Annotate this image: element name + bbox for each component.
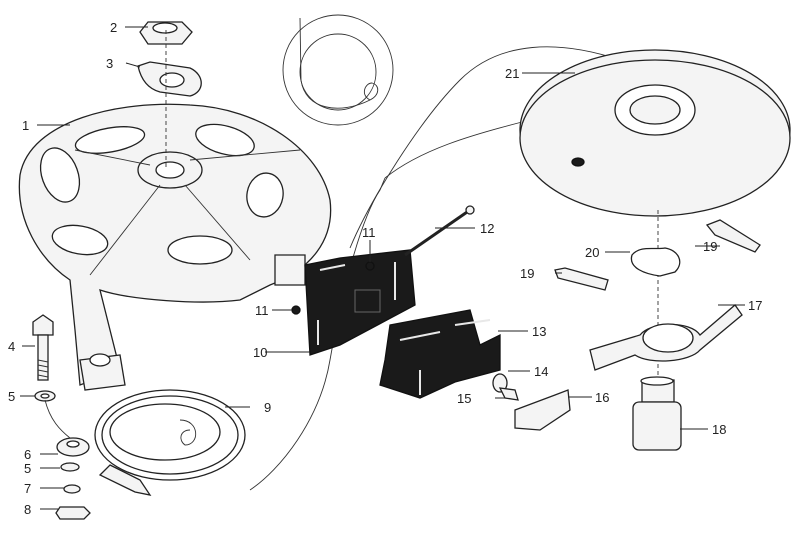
handle-rear-half bbox=[304, 249, 416, 356]
callout-19-right: 19 bbox=[703, 239, 717, 254]
callout-9: 9 bbox=[264, 400, 271, 415]
callout-21: 21 bbox=[505, 66, 519, 81]
pawl-left bbox=[554, 267, 609, 291]
callout-15: 15 bbox=[457, 391, 471, 406]
callout-5-upper: 5 bbox=[8, 389, 15, 404]
friction-spring bbox=[630, 247, 681, 277]
callout-3: 3 bbox=[106, 56, 113, 71]
pawl-plate bbox=[589, 304, 743, 371]
callout-11-top: 11 bbox=[362, 225, 376, 240]
callout-labels: 1 2 3 4 5 5 6 7 8 9 10 11 11 12 13 14 15… bbox=[8, 20, 762, 517]
leader-lines bbox=[20, 26, 745, 510]
callout-5-lower: 5 bbox=[24, 461, 31, 476]
spring-washer bbox=[63, 484, 81, 494]
callout-2: 2 bbox=[110, 20, 117, 35]
washer-lower bbox=[60, 462, 80, 472]
callout-7: 7 bbox=[24, 481, 31, 496]
callout-17: 17 bbox=[748, 298, 762, 313]
hex-bolt bbox=[32, 314, 54, 381]
long-screw bbox=[404, 208, 471, 257]
rope-pulley bbox=[519, 49, 791, 217]
callout-4: 4 bbox=[8, 339, 15, 354]
washer-14 bbox=[492, 373, 508, 393]
handle-insert bbox=[514, 389, 571, 431]
recoil-spring bbox=[94, 389, 246, 496]
callout-12: 12 bbox=[480, 221, 494, 236]
drive-cup bbox=[632, 376, 682, 451]
rubber-bushing bbox=[56, 437, 90, 457]
starter-rope bbox=[249, 119, 531, 491]
handle-front-half bbox=[379, 309, 501, 399]
callout-1: 1 bbox=[22, 118, 29, 133]
callout-18: 18 bbox=[712, 422, 726, 437]
callout-10: 10 bbox=[253, 345, 267, 360]
pawl-right bbox=[705, 219, 761, 253]
hex-nut-bottom bbox=[55, 506, 91, 520]
callout-19-left: 19 bbox=[520, 266, 534, 281]
callout-6: 6 bbox=[24, 447, 31, 462]
nut-left bbox=[291, 305, 301, 315]
lock-tab-washer bbox=[137, 61, 202, 97]
callout-11-left: 11 bbox=[255, 303, 269, 318]
spring-hook-detail-inset bbox=[282, 14, 394, 126]
callout-14: 14 bbox=[534, 364, 548, 379]
callout-8: 8 bbox=[24, 502, 31, 517]
rope-retainer bbox=[498, 387, 519, 401]
callout-13: 13 bbox=[532, 324, 546, 339]
callout-20: 20 bbox=[585, 245, 599, 260]
nut-top bbox=[365, 261, 375, 271]
starter-housing bbox=[18, 103, 332, 391]
callout-16: 16 bbox=[595, 390, 609, 405]
